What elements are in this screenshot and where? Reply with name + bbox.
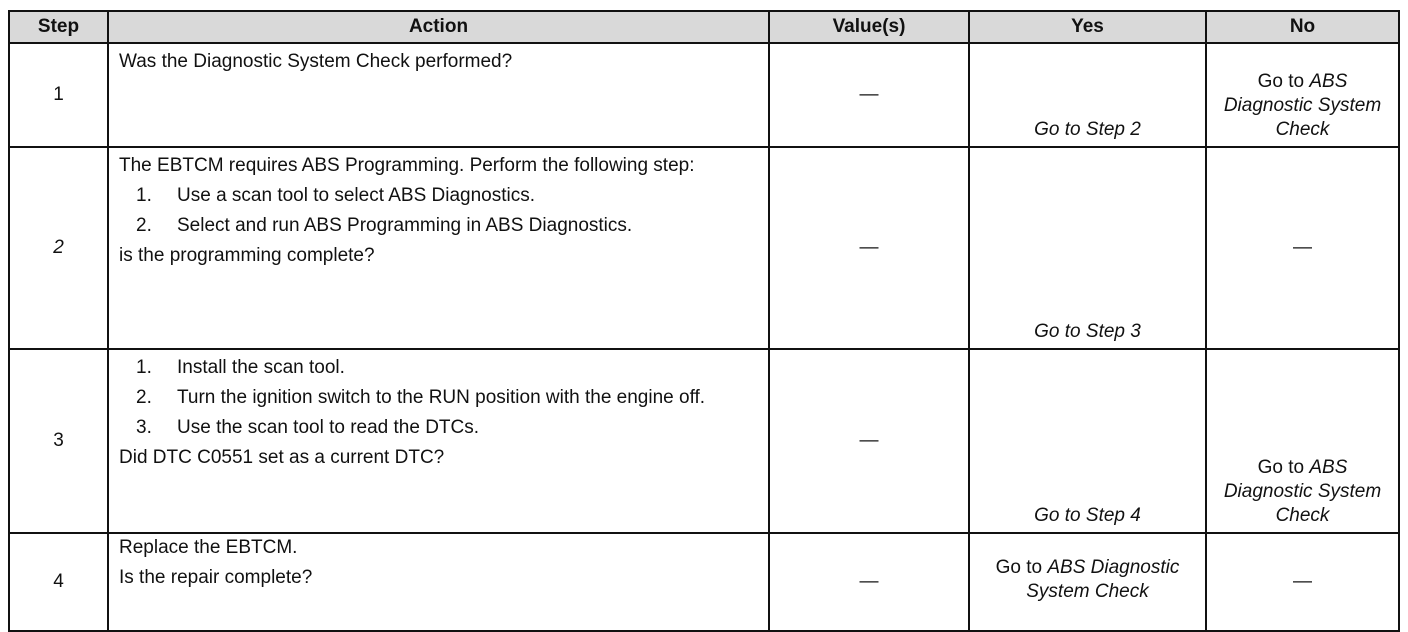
- yes-link[interactable]: Go to Step 4: [1034, 505, 1141, 526]
- yes-link[interactable]: Go to Step 2: [1034, 119, 1141, 140]
- list-number: 2.: [136, 387, 152, 408]
- list-text: Turn the ignition switch to the RUN posi…: [177, 387, 706, 408]
- step-number: 1: [8, 42, 109, 148]
- list-text: Use the scan tool to read the DTCs.: [177, 417, 480, 438]
- no-prefix: Go to: [1257, 457, 1310, 478]
- yes-cell: Go to Step 2: [968, 42, 1207, 148]
- no-cell: —: [1205, 532, 1400, 632]
- no-link[interactable]: ABS Diagnostic System Check: [1223, 71, 1382, 140]
- no-cell: Go to ABS Diagnostic System Check: [1205, 42, 1400, 148]
- step-number: 3: [8, 348, 109, 534]
- table-row: 2 The EBTCM requires ABS Programming. Pe…: [8, 146, 1400, 350]
- action-cell: 1. Install the scan tool. 2. Turn the igni…: [107, 348, 770, 534]
- header-step: Step: [8, 10, 109, 44]
- list-item: 1. Use a scan tool to select ABS Diagnost…: [119, 184, 758, 208]
- yes-prefix: Go to: [995, 557, 1048, 578]
- list-text: Install the scan tool.: [177, 357, 345, 378]
- list-text: Select and run ABS Programming in ABS Di…: [177, 215, 633, 236]
- header-no: No: [1205, 10, 1400, 44]
- table-header-row: Step Action Value(s) Yes No: [8, 10, 1400, 44]
- yes-cell: Go to Step 4: [968, 348, 1207, 534]
- action-text: Replace the EBTCM.: [119, 537, 298, 558]
- step-number: 2: [8, 146, 109, 350]
- yes-cell: Go to ABS Diagnostic System Check: [968, 532, 1207, 632]
- action-text: The EBTCM requires ABS Programming. Perf…: [119, 155, 695, 176]
- action-cell: Replace the EBTCM. Is the repair complet…: [107, 532, 770, 632]
- list-item: 2. Select and run ABS Programming in ABS …: [119, 214, 758, 238]
- value-cell: —: [768, 348, 970, 534]
- no-text: —: [1293, 571, 1312, 592]
- step-number: 4: [8, 532, 109, 632]
- action-steps-list: 1. Use a scan tool to select ABS Diagnost…: [119, 184, 758, 238]
- header-yes: Yes: [968, 10, 1207, 44]
- no-cell: —: [1205, 146, 1400, 350]
- action-question: is the programming complete?: [119, 245, 375, 266]
- value-cell: —: [768, 532, 970, 632]
- action-question: Did DTC C0551 set as a current DTC?: [119, 447, 445, 468]
- yes-cell: Go to Step 3: [968, 146, 1207, 350]
- yes-link[interactable]: Go to Step 3: [1034, 321, 1141, 342]
- list-item: 3. Use the scan tool to read the DTCs.: [119, 416, 758, 440]
- list-number: 1.: [136, 357, 152, 378]
- list-number: 3.: [136, 417, 152, 438]
- action-cell: The EBTCM requires ABS Programming. Perf…: [107, 146, 770, 350]
- value-text: —: [859, 571, 879, 592]
- value-text: —: [859, 237, 879, 258]
- list-number: 1.: [136, 185, 152, 206]
- value-cell: —: [768, 42, 970, 148]
- value-text: —: [859, 430, 879, 451]
- action-steps-list: 1. Install the scan tool. 2. Turn the igni…: [119, 356, 758, 440]
- no-text: —: [1293, 237, 1312, 258]
- yes-link[interactable]: ABS Diagnostic System Check: [1026, 557, 1180, 602]
- diagnostic-table-container: Step Action Value(s) Yes No 1 Was the Di…: [8, 10, 1400, 632]
- no-prefix: Go to: [1257, 71, 1310, 92]
- list-item: 1. Install the scan tool.: [119, 356, 758, 380]
- list-text: Use a scan tool to select ABS Diagnostic…: [177, 185, 536, 206]
- action-cell: Was the Diagnostic System Check performe…: [107, 42, 770, 148]
- list-number: 2.: [136, 215, 152, 236]
- header-values: Value(s): [768, 10, 970, 44]
- diagnostic-table: Step Action Value(s) Yes No 1 Was the Di…: [8, 10, 1400, 632]
- table-row: 1 Was the Diagnostic System Check perfor…: [8, 42, 1400, 148]
- action-text: Was the Diagnostic System Check performe…: [119, 51, 513, 72]
- header-action: Action: [107, 10, 770, 44]
- list-item: 2. Turn the ignition switch to the RUN po…: [119, 386, 758, 410]
- value-cell: —: [768, 146, 970, 350]
- table-row: 4 Replace the EBTCM. Is the repair compl…: [8, 532, 1400, 632]
- table-row: 3 1. Install the scan tool. 2. Turn the ig…: [8, 348, 1400, 534]
- no-link[interactable]: ABS Diagnostic System Check: [1223, 457, 1382, 526]
- action-question: Is the repair complete?: [119, 567, 313, 588]
- value-text: —: [859, 84, 879, 105]
- no-cell: Go to ABS Diagnostic System Check: [1205, 348, 1400, 534]
